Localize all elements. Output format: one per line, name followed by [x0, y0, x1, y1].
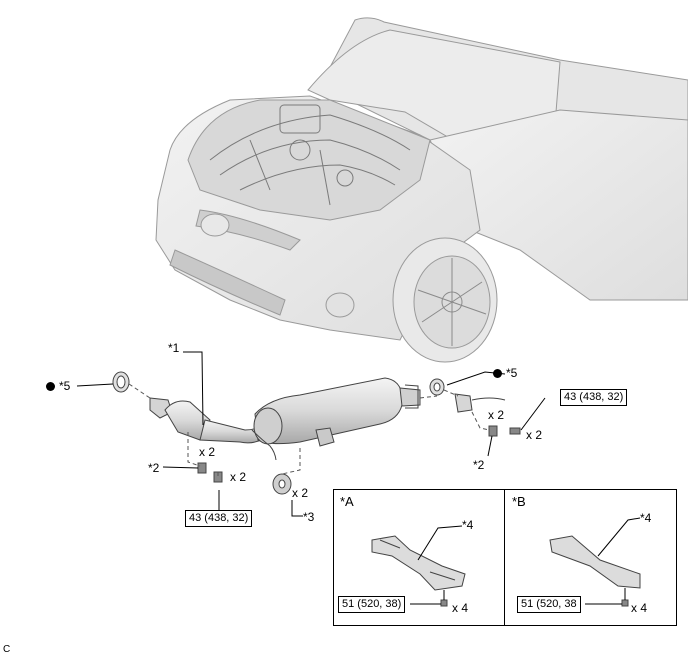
inset-b-bolt-qty: x 4: [631, 601, 648, 615]
vehicle-illustration: [155, 17, 688, 363]
non-reusable-part-icon: [493, 369, 502, 378]
gasket-right-callout: *5: [493, 366, 517, 380]
figure-code: C: [3, 644, 11, 655]
exhaust-parts: [76, 351, 629, 607]
torque-spec-left: 43 (438, 32): [185, 510, 253, 527]
inset-b-title: *B: [512, 494, 526, 509]
inset-b-panel: [504, 489, 677, 626]
inset-a-part-callout: *4: [462, 518, 474, 532]
left-bolt-qty: x 2: [230, 470, 247, 484]
front-pipe-callout: *1: [168, 341, 180, 355]
torque-spec-inset-b: 51 (520, 38: [517, 596, 581, 613]
bolt-right-callout: *2: [473, 458, 485, 472]
non-reusable-part-icon: [46, 382, 55, 391]
center-hanger-qty: x 2: [292, 486, 309, 500]
inset-a-title: *A: [340, 494, 354, 509]
inset-b-part-callout: *4: [640, 511, 652, 525]
bolt-left-callout: *2: [148, 461, 160, 475]
right-bolt-qty: x 2: [526, 428, 543, 442]
inset-parts: [371, 517, 641, 605]
gasket-left-callout: *5: [46, 379, 70, 393]
hanger-callout: *3: [303, 510, 315, 524]
left-flange-qty: x 2: [199, 445, 216, 459]
right-flange-qty: x 2: [488, 408, 505, 422]
torque-spec-right: 43 (438, 32): [560, 389, 628, 406]
inset-a-bolt-qty: x 4: [452, 601, 469, 615]
torque-spec-inset-a: 51 (520, 38): [338, 596, 406, 613]
